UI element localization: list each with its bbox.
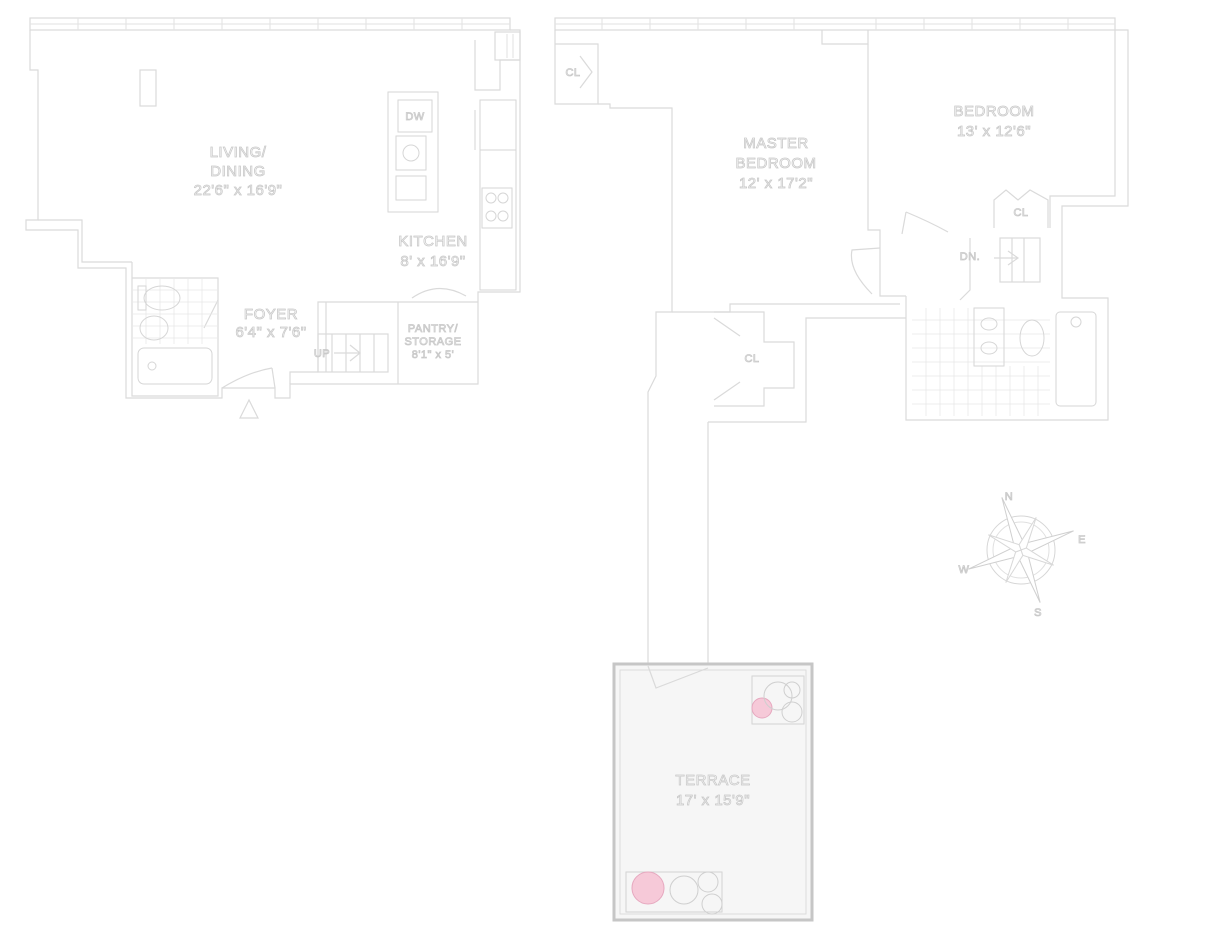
- compass-e: E: [1078, 534, 1086, 546]
- master-bedroom-size: 12' x 17'2": [739, 175, 813, 192]
- living-room-name-1: LIVING/: [210, 144, 267, 161]
- bedroom-name: BEDROOM: [953, 103, 1034, 120]
- pantry-name-1: PANTRY/: [408, 323, 459, 335]
- terrace-size: 17' x 15'9": [676, 792, 750, 809]
- pantry-size: 8'1" x 5': [412, 349, 455, 361]
- left-unit-walls: [25, 17, 521, 419]
- left-bath-fixtures: [132, 278, 218, 385]
- compass-s: S: [1034, 607, 1042, 619]
- living-room-size: 22'6" x 16'9": [194, 182, 283, 199]
- kitchen-name: KITCHEN: [398, 233, 467, 250]
- bedroom-closet-label: CL: [1013, 207, 1028, 219]
- master-bedroom-name-2: BEDROOM: [735, 155, 816, 172]
- stairs-down-label: DN.: [960, 251, 980, 263]
- compass-w: W: [959, 564, 970, 576]
- terrace: [612, 662, 814, 922]
- master-bedroom-name-1: MASTER: [743, 135, 809, 152]
- terrace-name: TERRACE: [675, 772, 750, 789]
- planter-top-icon: [751, 675, 805, 725]
- foyer-name: FOYER: [244, 306, 298, 323]
- stairs-up-label: UP: [314, 348, 330, 360]
- dishwasher-label: DW: [405, 111, 424, 123]
- hall-closet-label: CL: [744, 353, 759, 365]
- right-unit-walls: [554, 17, 1129, 668]
- bedroom-size: 13' x 12'6": [957, 123, 1031, 140]
- master-closet-label: CL: [565, 67, 580, 79]
- compass-n: N: [1005, 491, 1013, 503]
- foyer-size: 6'4" x 7'6": [235, 324, 306, 341]
- compass-rose-icon: [968, 497, 1074, 603]
- stairs: [317, 287, 467, 373]
- kitchen-fixtures: [387, 91, 517, 291]
- right-bath-fixtures: [912, 307, 1097, 416]
- living-room-name-2: DINING: [210, 163, 266, 180]
- planter-bottom-icon: [625, 871, 723, 915]
- pantry-name-2: STORAGE: [404, 336, 461, 348]
- kitchen-size: 8' x 16'9": [400, 253, 465, 270]
